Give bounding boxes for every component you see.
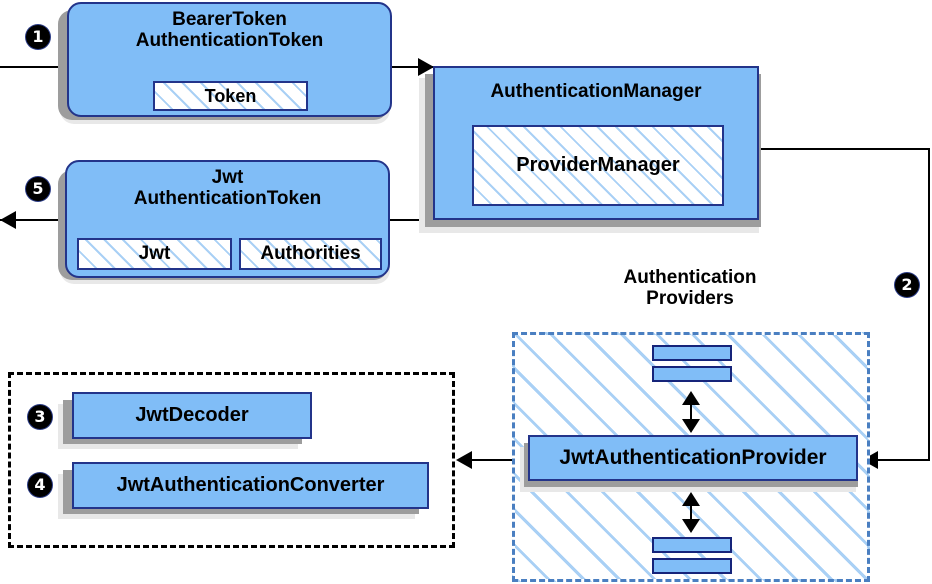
arrowhead-down-bottom	[682, 519, 700, 533]
connector-manager-down	[928, 148, 930, 461]
provider-placeholder-bar-bottom-2	[652, 558, 732, 574]
step-badge-3: 3	[28, 405, 52, 429]
field-jwt: Jwt	[77, 238, 232, 270]
node-jwt-authentication-converter[interactable]: JwtAuthenticationConverter	[72, 462, 429, 509]
node-jwt-decoder[interactable]: JwtDecoder	[72, 392, 312, 439]
node-authentication-manager[interactable]: AuthenticationManager ProviderManager	[433, 66, 759, 220]
provider-placeholder-bar-top-1	[652, 345, 732, 361]
jwt-decoder-label: JwtDecoder	[135, 404, 249, 426]
jwt-authentication-converter-label: JwtAuthenticationConverter	[116, 474, 385, 496]
node-bearer-token-authentication-token[interactable]: BearerToken AuthenticationToken Token	[67, 2, 392, 117]
bearer-token-title: BearerToken AuthenticationToken	[135, 9, 324, 51]
arrowhead-provider-to-helpers	[456, 451, 472, 469]
node-jwt-authentication-token[interactable]: Jwt AuthenticationToken Jwt Authorities	[65, 160, 390, 278]
connector-into-provider	[872, 459, 930, 461]
step-badge-4: 4	[28, 473, 52, 497]
authentication-providers-label: Authentication Providers	[623, 267, 757, 309]
step-badge-5: 5	[26, 177, 50, 201]
jwt-authentication-provider-label: JwtAuthenticationProvider	[559, 446, 827, 469]
connector-vertical-bottom	[690, 499, 692, 521]
step-badge-1: 1	[26, 25, 50, 49]
field-authorities: Authorities	[239, 238, 382, 270]
authentication-manager-title: AuthenticationManager	[490, 81, 702, 102]
field-token: Token	[153, 81, 308, 111]
field-provider-manager: ProviderManager	[472, 125, 724, 206]
connector-request-in	[0, 66, 70, 68]
jwt-support-beans-container	[8, 372, 455, 548]
arrowhead-token-to-manager	[418, 58, 434, 76]
arrowhead-down-top	[682, 419, 700, 433]
jwt-token-title: Jwt AuthenticationToken	[133, 167, 322, 209]
connector-manager-right	[757, 148, 930, 150]
connector-response-out	[0, 219, 68, 221]
provider-placeholder-bar-top-2	[652, 366, 732, 382]
connector-token-to-manager	[390, 66, 434, 68]
connector-provider-to-helpers	[470, 459, 528, 461]
connector-manager-to-jwt-token	[388, 219, 434, 221]
connector-vertical-top	[690, 398, 692, 421]
provider-placeholder-bar-bottom-1	[652, 537, 732, 553]
step-badge-2: 2	[895, 273, 919, 297]
arrowhead-response-out	[0, 211, 16, 229]
node-jwt-authentication-provider[interactable]: JwtAuthenticationProvider	[528, 435, 858, 481]
